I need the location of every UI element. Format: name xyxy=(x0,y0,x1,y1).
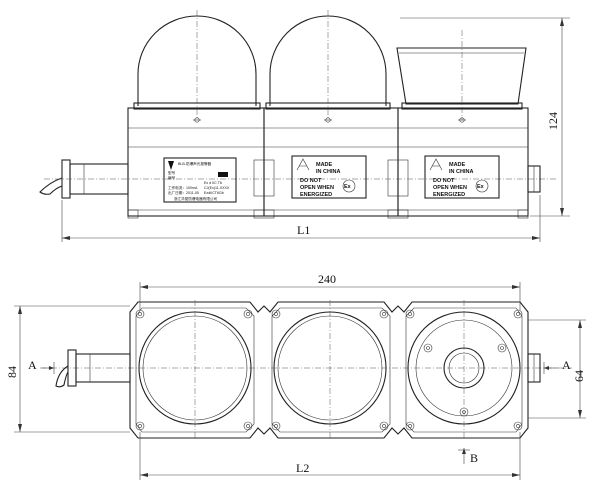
plan-horn-base xyxy=(407,300,521,440)
plan-screws xyxy=(135,309,523,431)
nameplate-3-warn-3: ENERGIZED xyxy=(433,192,465,198)
nameplate-2-in-china: IN CHINA xyxy=(316,169,340,175)
dimension-l2: L2 xyxy=(139,432,521,480)
nameplate-3: MADE IN CHINA DO NOT OPEN WHEN ENERGIZED… xyxy=(424,155,500,199)
nameplate-1-logo xyxy=(218,172,228,177)
nameplate-3-warn-2: OPEN WHEN xyxy=(433,185,467,191)
section-b: B xyxy=(470,451,478,465)
plan-cover-2 xyxy=(273,300,387,440)
dimension-l2-label: L2 xyxy=(296,461,309,475)
dimension-84: 84 xyxy=(5,305,130,433)
horn-speaker xyxy=(396,30,527,120)
dimension-240-label: 240 xyxy=(318,272,336,286)
nameplate-1-row-4: 工作电流：100mA xyxy=(168,185,198,190)
plan-gland-right xyxy=(527,353,541,383)
dimension-64: 64 xyxy=(528,319,586,419)
nameplate-1-right-3: ExdIICT6Gb xyxy=(204,191,224,195)
nameplate-1-row-1: 型号 xyxy=(168,170,176,175)
dimension-l1: L1 xyxy=(61,195,541,242)
plan-gland-left xyxy=(55,349,131,388)
dimension-64-label: 64 xyxy=(572,370,586,382)
nameplate-2-warn-3: ENERGIZED xyxy=(300,192,332,198)
section-a-right: A xyxy=(562,358,571,372)
nameplate-3-in-china: IN CHINA xyxy=(449,169,473,175)
nameplate-2-warn-2: OPEN WHEN xyxy=(300,185,334,191)
section-marks: A A B xyxy=(28,358,571,465)
nameplate-1-title: BLB-防爆声光报警器 xyxy=(178,161,212,166)
nameplate-2: MADE IN CHINA DO NOT OPEN WHEN ENERGIZED… xyxy=(291,155,367,199)
dimension-124: 124 xyxy=(400,17,570,217)
housing-modules xyxy=(127,107,529,219)
nameplate-2-made: MADE xyxy=(316,162,333,168)
dimension-124-label: 124 xyxy=(546,112,560,130)
nameplate-1-maker: 浙江华夏防爆电器有限公司 xyxy=(174,196,218,201)
nameplate-1-right-2: CJ(Ex)11.XXXX xyxy=(204,186,230,190)
cable-gland-right xyxy=(527,165,541,193)
plan-cover-1 xyxy=(138,300,252,440)
plan-housing xyxy=(129,301,529,439)
nameplate-1-right-1: Ex d IIC T6 xyxy=(204,181,222,185)
nameplate-2-ex: Ex xyxy=(344,184,352,190)
nameplate-3-ex: Ex xyxy=(477,184,485,190)
nameplate-1: BLB-防爆声光报警器 型号 编号 工作电流：100mA 出厂日期：2011-0… xyxy=(163,157,237,203)
nameplate-3-warn-1: DO NOT xyxy=(433,178,455,184)
dimension-240: 240 xyxy=(139,272,521,310)
section-a-left: A xyxy=(28,358,37,372)
nameplate-2-warn-1: DO NOT xyxy=(300,178,322,184)
plan-view: A A B 240 8 xyxy=(5,272,586,480)
nameplate-3-made: MADE xyxy=(449,162,466,168)
nameplate-1-row-2: 编号 xyxy=(168,175,176,180)
nameplate-1-row-5: 出厂日期：2011-05 xyxy=(168,190,199,195)
dome-lamp-1 xyxy=(133,10,261,120)
cable-gland-left xyxy=(39,159,556,199)
front-elevation: BLB-防爆声光报警器 型号 编号 工作电流：100mA 出厂日期：2011-0… xyxy=(39,10,570,242)
dome-lamp-2 xyxy=(265,10,391,120)
dimension-l1-label: L1 xyxy=(297,223,310,237)
dimension-84-label: 84 xyxy=(5,366,19,378)
